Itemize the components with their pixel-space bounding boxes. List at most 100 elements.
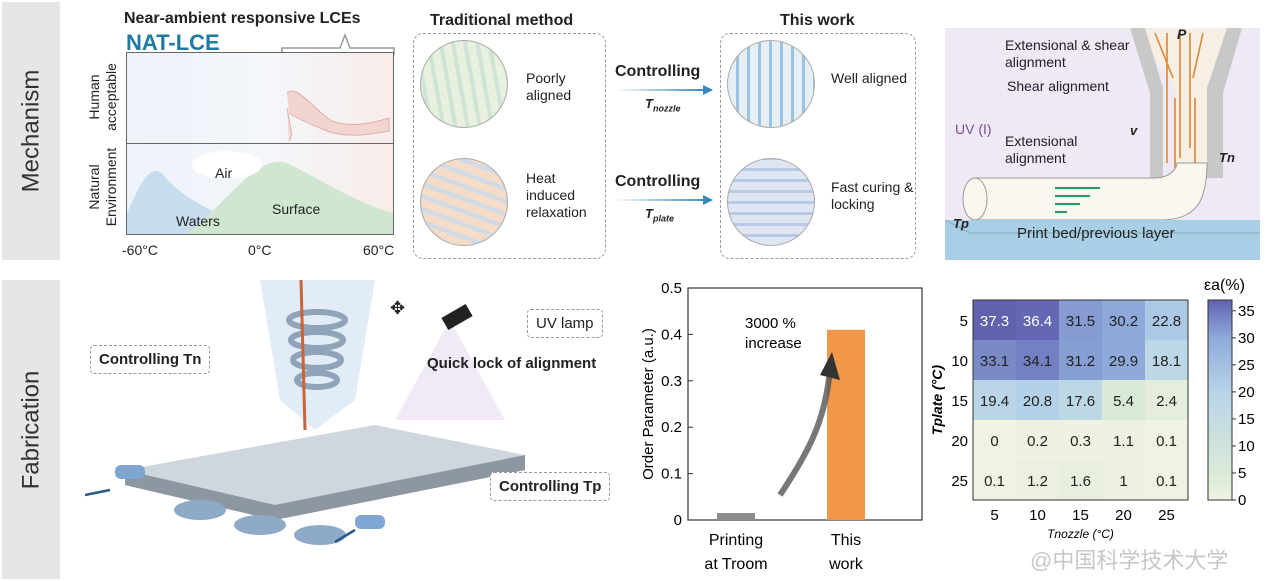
annotation: increase: [745, 335, 802, 352]
arrow-head: [820, 352, 840, 380]
cell-value: 22.8: [1152, 313, 1181, 330]
print-bed-label: Print bed/previous layer: [1017, 225, 1175, 242]
category-label: Printing: [709, 532, 763, 549]
cell-value: 20.8: [1023, 393, 1052, 410]
arrow-icon: [615, 85, 713, 95]
heatmap-cell: [973, 300, 1017, 341]
nozzle-diagram: P Extensional & shear alignment Shear al…: [945, 28, 1260, 260]
cell-value: 36.4: [1023, 313, 1052, 330]
t-nozzle-symbol: Tnozzle: [645, 96, 681, 114]
heatmap-cell: [1145, 460, 1189, 501]
heatmap-cell: [1016, 380, 1060, 421]
heatmap-cell: [973, 340, 1017, 381]
quick-lock-label: Quick lock of alignment: [427, 355, 597, 372]
y-axis-label: Tplate (°C): [930, 365, 945, 435]
y-tick-label: 15: [951, 393, 968, 410]
heatmap-cell: [1059, 460, 1103, 501]
heatmap-cell: [1102, 460, 1146, 501]
y-tick-label: 0: [674, 512, 682, 529]
uv-label: UV (I): [955, 121, 992, 137]
controlling-tp-label: Controlling Tp: [490, 472, 611, 501]
heatmap-cell: [1016, 460, 1060, 501]
heatmap-cell: [1102, 340, 1146, 381]
cell-value: 1: [1119, 473, 1127, 490]
x-tick: -60°C: [122, 242, 158, 258]
x-tick-label: 15: [1072, 507, 1089, 524]
heatmap-cell: [1102, 420, 1146, 461]
cell-value: 5.4: [1113, 393, 1134, 410]
heatmap-cell: [973, 380, 1017, 421]
cell-value: 0: [990, 433, 998, 450]
colorbar-tick-label: 20: [1238, 384, 1255, 401]
heatmap-cell: [1016, 420, 1060, 461]
controlling-nozzle-label: Controlling: [615, 63, 701, 80]
heatmap-cell: [1145, 420, 1189, 461]
annotation: 3000 %: [745, 315, 796, 332]
colorbar-tick-label: 5: [1238, 465, 1246, 482]
cell-value: 1.1: [1113, 433, 1134, 450]
heatmap-cell: [1059, 420, 1103, 461]
traditional-box: Poorly aligned Heat induced relaxation: [413, 33, 606, 259]
y-tick-label: 5: [960, 313, 968, 330]
velocity-label: v: [1130, 123, 1138, 138]
traditional-title: Traditional method: [430, 12, 574, 29]
heatmap-cell: [1059, 300, 1103, 341]
cell-value: 34.1: [1023, 353, 1052, 370]
surface-label: Surface: [272, 201, 321, 217]
printer-illustration: [84, 280, 525, 545]
panel-a-title: Near-ambient responsive LCEs: [124, 10, 361, 27]
heatmap-cell: [1102, 380, 1146, 421]
shear-label: Shear alignment: [1007, 78, 1109, 94]
heatmap-cell: [1145, 340, 1189, 381]
cell-value: 37.3: [980, 313, 1009, 330]
relaxation-illustration: [420, 158, 508, 246]
y-tick-label: 20: [951, 433, 968, 450]
cell-value: 1.2: [1027, 473, 1048, 490]
temperature-plot: Air Waters Surface: [126, 52, 394, 235]
plot-frame: [687, 287, 923, 521]
heat-relaxation-label: Heat induced relaxation: [526, 170, 587, 220]
fast-curing-label: Fast curing & locking: [831, 179, 914, 212]
move-arrows-icon: ✥: [390, 298, 406, 318]
y-axis-label: Order Parameter (a.u.): [640, 328, 657, 480]
x-tick: 0°C: [248, 242, 272, 258]
heatmap-cell: [1059, 340, 1103, 381]
mechanism-label: Mechanism: [2, 2, 60, 260]
environment-illustration: [127, 90, 393, 234]
colorbar-tick-label: 15: [1238, 411, 1255, 428]
increase-arrow: [777, 369, 833, 497]
cell-value: 0.2: [1027, 433, 1048, 450]
y-tick-label: 0.4: [661, 326, 682, 343]
cell-value: 0.1: [984, 473, 1005, 490]
well-aligned-label: Well aligned: [831, 70, 908, 86]
x-tick-label: 25: [1158, 507, 1175, 524]
pressure-label: P: [1177, 28, 1187, 42]
bar: [717, 513, 755, 520]
cell-value: 17.6: [1066, 393, 1095, 410]
heatmap-cell: [973, 460, 1017, 501]
this-work-box: Well aligned Fast curing & locking: [720, 33, 916, 259]
cell-value: 0.3: [1070, 433, 1091, 450]
cell-value: 33.1: [980, 353, 1009, 370]
heatmap-cell: [1102, 300, 1146, 341]
well-aligned-illustration: [727, 40, 815, 128]
controlling-plate-label: Controlling: [615, 173, 701, 190]
colorbar: [1207, 299, 1233, 501]
colorbar-tick-label: 35: [1238, 303, 1255, 320]
cell-value: 0.1: [1156, 433, 1177, 450]
x-tick-label: 20: [1115, 507, 1132, 524]
heatmap-cell: [1016, 300, 1060, 341]
uv-lamp-label: UV lamp: [527, 309, 603, 338]
extensional-label: Extensional alignment: [1005, 133, 1078, 166]
colorbar-tick-label: 10: [1238, 438, 1255, 455]
colorbar-tick-label: 25: [1238, 357, 1255, 374]
poorly-aligned-illustration: [420, 40, 508, 128]
y-tick-label: 10: [951, 353, 968, 370]
x-tick-label: 10: [1029, 507, 1046, 524]
x-tick: 60°C: [363, 242, 395, 258]
heatmap-cell: [1059, 380, 1103, 421]
